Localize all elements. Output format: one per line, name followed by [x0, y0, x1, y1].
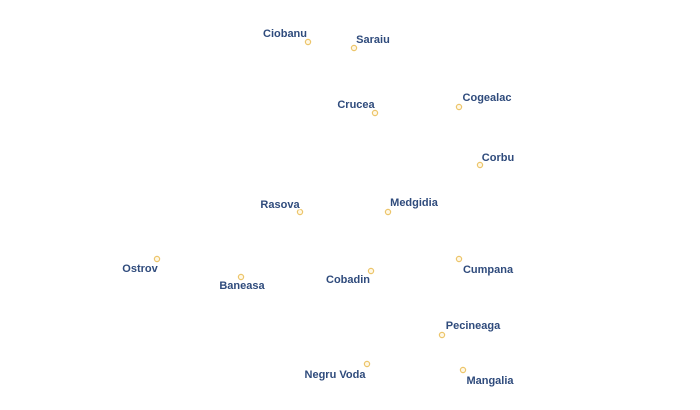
- place-label: Cobadin: [326, 274, 370, 286]
- place-label: Ciobanu: [263, 28, 307, 40]
- place-rasova[interactable]: Rasova: [259, 197, 304, 216]
- place-marker[interactable]: [363, 360, 371, 368]
- place-label: Negru Voda: [305, 369, 367, 381]
- place-saraiu[interactable]: Saraiu: [350, 32, 391, 52]
- place-pecineaga[interactable]: Pecineaga: [438, 318, 503, 339]
- place-marker[interactable]: [304, 38, 312, 46]
- place-label: Crucea: [337, 99, 375, 111]
- place-corbu[interactable]: Corbu: [476, 150, 516, 169]
- place-ostrov[interactable]: Ostrov: [121, 255, 161, 277]
- place-marker[interactable]: [371, 109, 379, 117]
- place-marker[interactable]: [476, 161, 484, 169]
- place-cumpana[interactable]: Cumpana: [455, 255, 516, 278]
- place-label: Medgidia: [390, 197, 439, 209]
- place-marker[interactable]: [367, 267, 375, 275]
- place-label: Cumpana: [463, 264, 514, 276]
- place-mangalia[interactable]: Mangalia: [459, 366, 516, 389]
- place-marker[interactable]: [296, 208, 304, 216]
- place-marker[interactable]: [237, 273, 245, 281]
- place-label: Cogealac: [463, 92, 512, 104]
- place-label: Corbu: [482, 152, 514, 164]
- place-label: Rasova: [260, 199, 300, 211]
- place-label: Pecineaga: [446, 320, 501, 332]
- place-marker[interactable]: [438, 331, 446, 339]
- place-marker[interactable]: [455, 255, 463, 263]
- place-label: Mangalia: [466, 375, 514, 387]
- place-crucea[interactable]: Crucea: [336, 97, 379, 117]
- place-marker[interactable]: [384, 208, 392, 216]
- place-ciobanu[interactable]: Ciobanu: [261, 26, 312, 46]
- place-label: Baneasa: [219, 280, 265, 292]
- place-marker[interactable]: [350, 44, 358, 52]
- place-marker[interactable]: [455, 103, 463, 111]
- place-cogealac[interactable]: Cogealac: [455, 90, 513, 111]
- place-medgidia[interactable]: Medgidia: [384, 195, 440, 216]
- place-marker[interactable]: [459, 366, 467, 374]
- place-label: Saraiu: [356, 34, 390, 46]
- place-label: Ostrov: [122, 263, 158, 275]
- place-cobadin[interactable]: Cobadin: [324, 267, 375, 288]
- place-marker[interactable]: [153, 255, 161, 263]
- place-baneasa[interactable]: Baneasa: [218, 273, 267, 294]
- place-negru-voda[interactable]: Negru Voda: [303, 360, 371, 383]
